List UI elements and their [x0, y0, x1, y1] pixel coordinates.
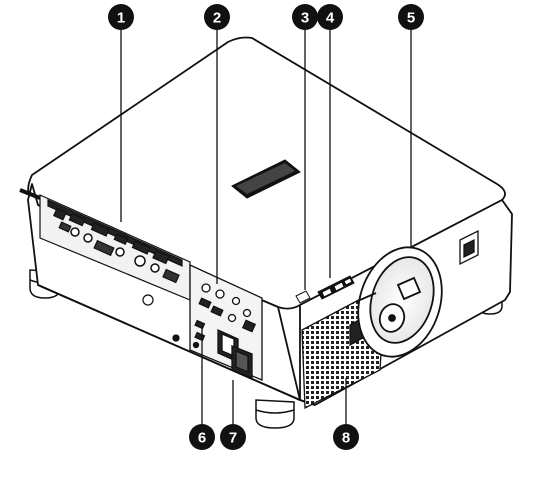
lens-assembly [357, 246, 443, 358]
callout-6: 6 [189, 424, 215, 450]
callout-5: 5 [398, 4, 424, 30]
callout-7: 7 [220, 424, 246, 450]
callout-1: 1 [108, 4, 134, 30]
callout-7-label: 7 [229, 430, 237, 447]
leader-lines [120, 30, 412, 424]
projector-body [27, 36, 513, 406]
callout-5-label: 5 [407, 10, 415, 27]
callout-6-label: 6 [198, 430, 206, 447]
ir-receiver [459, 229, 479, 266]
callout-4: 4 [317, 4, 343, 30]
callout-1-label: 1 [117, 10, 125, 27]
callout-8-label: 8 [342, 430, 350, 447]
top-vent [231, 159, 301, 199]
callout-2-label: 2 [213, 10, 221, 27]
callout-8: 8 [333, 424, 359, 450]
status-indicators [295, 275, 355, 304]
callouts: 1 2 3 4 5 6 7 8 [108, 4, 424, 450]
callout-4-label: 4 [326, 10, 335, 27]
callout-3-label: 3 [301, 10, 309, 27]
callout-3: 3 [292, 4, 318, 30]
foot-front-left [255, 399, 295, 429]
rear-io-panel [19, 188, 191, 306]
side-control-panel [172, 263, 263, 381]
callout-2: 2 [204, 4, 230, 30]
